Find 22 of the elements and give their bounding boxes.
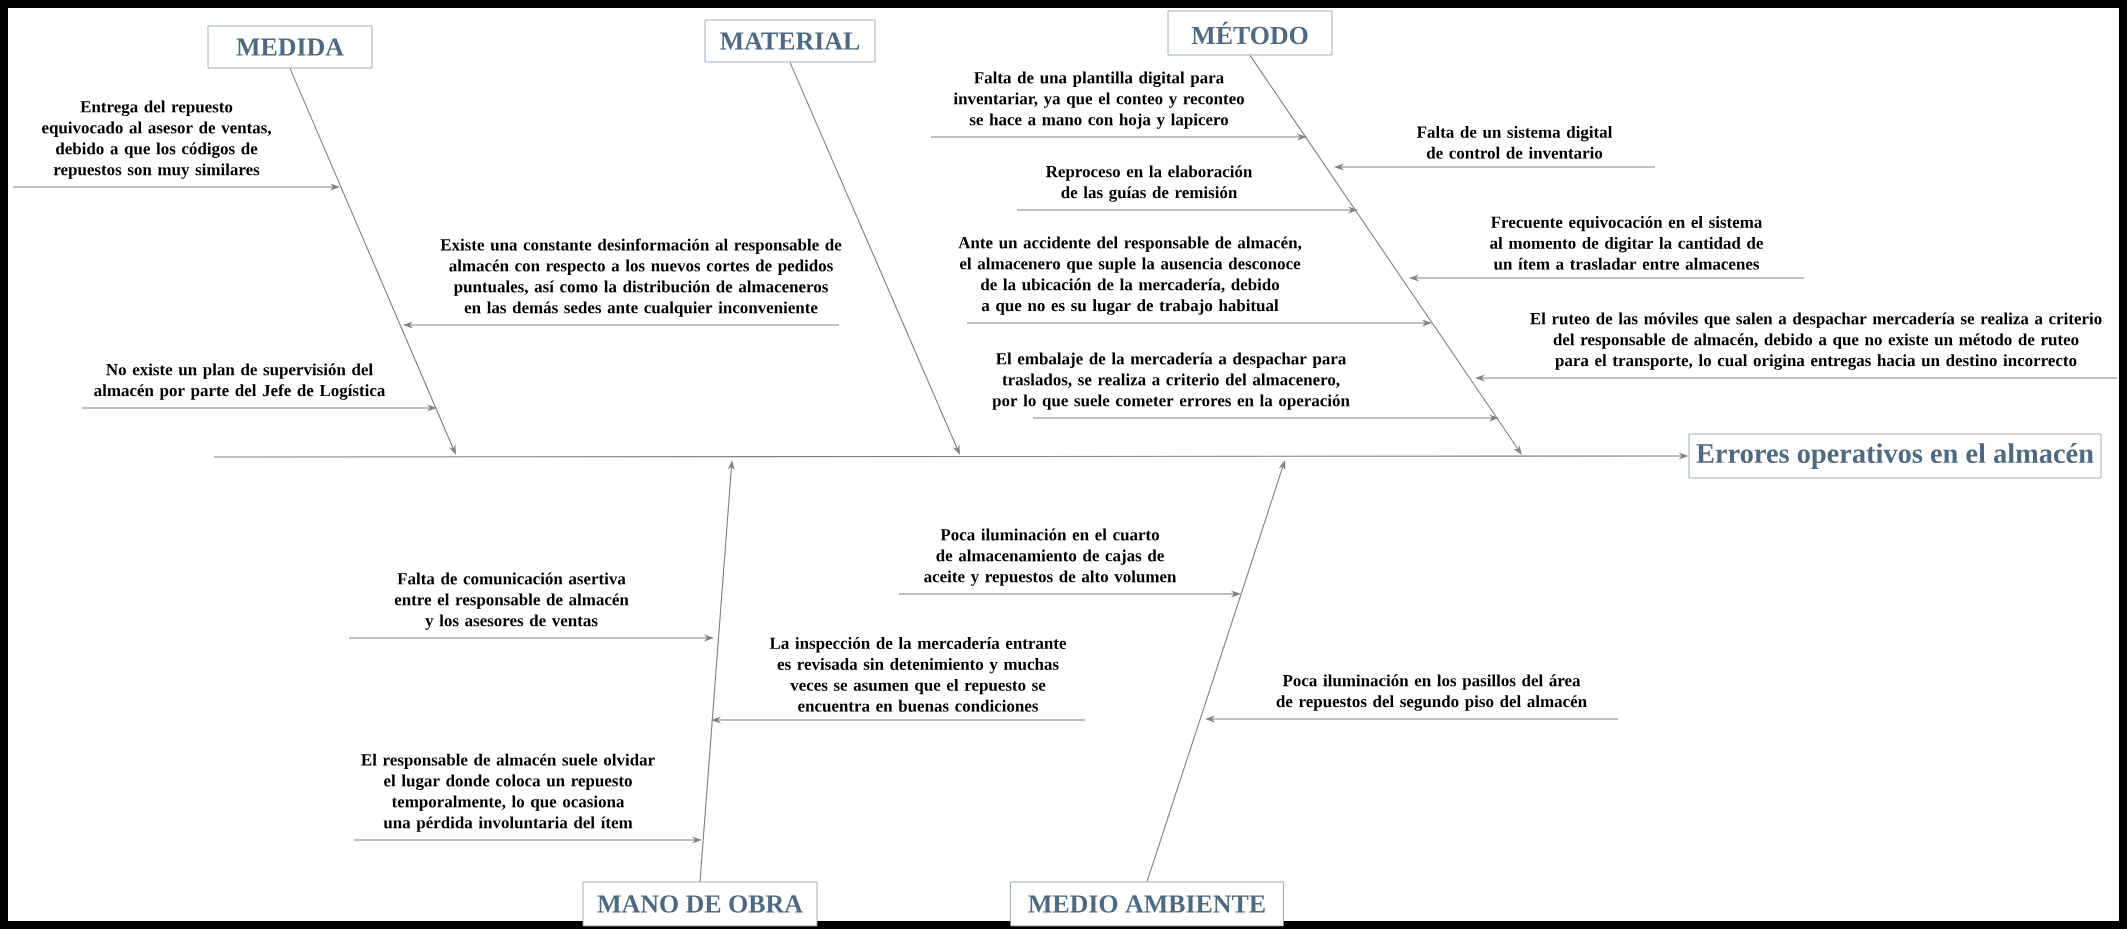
category-box: MÉTODO: [1167, 10, 1333, 56]
cause-text: No existe un plan de supervisión del almacén por parte del Jefe de Logística: [94, 363, 386, 400]
cause-text: El ruteo de las móviles que salen a despachar mercadería se realiza a criterio del responsable de almacén, debido a que no existe un método de ruteo para el transporte, lo cual origina entregas hacia un destino incorrecto: [1530, 312, 2102, 370]
cause-text: Poca iluminación en el cuarto de almacenamiento de cajas de aceite y repuestos de alto volumen: [924, 528, 1177, 586]
cause-text: Existe una constante desinformación al responsable de almacén con respecto a los nuevos cortes de pedidos puntuales, así como la distribución de almaceneros en las demás sedes ante cualquier inconveniente: [440, 238, 842, 317]
cause-text: Ante un accidente del responsable de almacén, el almacenero que suple la ausencia desconoce de la ubicación de la mercadería, debido a que no es su lugar de trabajo habitual: [958, 236, 1302, 315]
cause-text: Falta de un sistema digital de control de inventario: [1416, 125, 1613, 159]
cause-text: Frecuente equivocación en el sistema al momento de digitar la cantidad de un ítem a trasladar entre almacenes: [1490, 215, 1763, 270]
category-box: MEDIDA: [207, 25, 373, 69]
bone-arrow: [1249, 54, 1522, 455]
cause-text: La inspección de la mercadería entrante es revisada sin detenimiento y muchas veces se asumen que el repuesto se encuentra en buenas condiciones: [769, 637, 1067, 712]
cause-text: Falta de una plantilla digital para inventariar, ya que el conteo y reconteo se hace a mano con hoja y lapicero: [953, 71, 1244, 129]
cause-text: Entrega del repuesto equivocado al asesor de ventas, debido a que los códigos de repuestos son muy similares: [42, 100, 271, 179]
cause-text: Reproceso en la elaboración de las guías de remisión: [1046, 165, 1253, 202]
cause-text: El embalaje de la mercadería a despachar para traslados, se realiza a criterio del almacenero, por lo que suele cometer errores en la operación: [992, 352, 1350, 410]
category-box: MEDIO AMBIENTE: [1010, 881, 1284, 927]
cause-text: Falta de comunicación asertiva entre el responsable de almacén y los asesores de ventas: [394, 572, 629, 630]
effect-box: Errores operativos en el almacén: [1688, 433, 2102, 479]
category-box: MANO DE OBRA: [582, 881, 818, 927]
cause-text: Poca iluminación en los pasillos del área de repuestos del segundo piso del almacén: [1276, 674, 1587, 711]
category-box: MATERIAL: [704, 19, 876, 63]
cause-text: El responsable de almacén suele olvidar el lugar donde coloca un repuesto temporalmente, lo que ocasiona una pérdida involuntaria del ítem: [361, 753, 655, 832]
